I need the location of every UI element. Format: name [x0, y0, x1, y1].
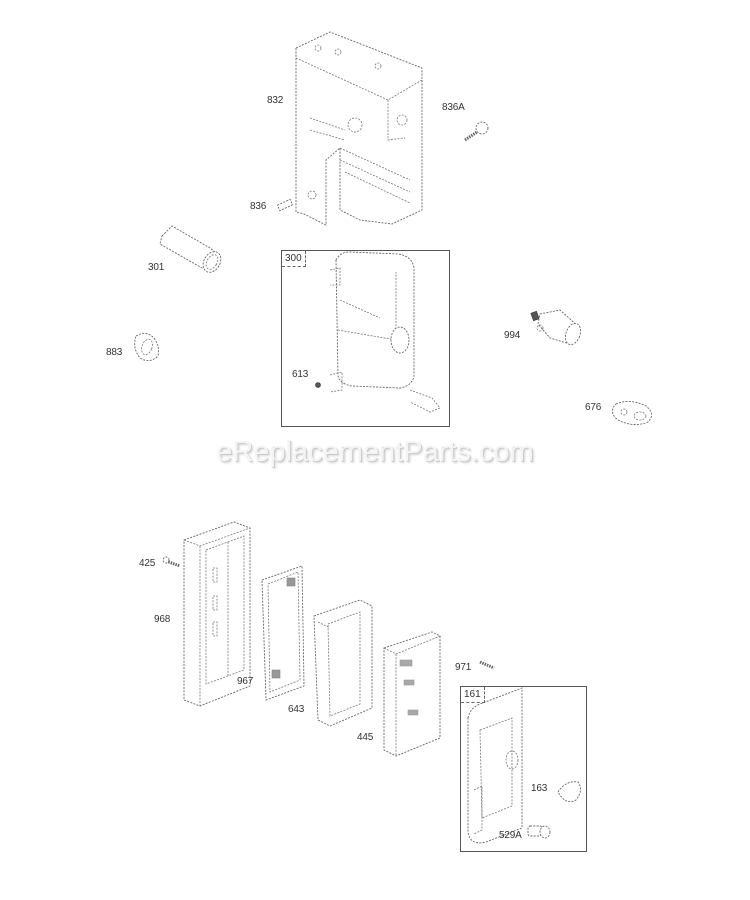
part-676-gasket-drawing	[612, 401, 652, 425]
assembly-box-161: 161	[460, 686, 587, 852]
label-971[interactable]: 971	[455, 662, 472, 673]
label-994[interactable]: 994	[504, 330, 521, 341]
label-836A[interactable]: 836A	[442, 102, 465, 113]
label-425[interactable]: 425	[139, 558, 156, 569]
part-425-screw-drawing	[162, 556, 181, 568]
part-994-spark-arrestor-drawing	[530, 309, 582, 346]
part-967-gasket-drawing	[261, 565, 305, 701]
label-967[interactable]: 967	[237, 676, 254, 687]
assembly-tag-300[interactable]: 300	[282, 251, 306, 267]
assembly-box-300: 300	[281, 250, 450, 427]
label-301[interactable]: 301	[148, 262, 165, 273]
part-971-screw-drawing	[479, 660, 495, 670]
label-529A[interactable]: 529A	[499, 830, 522, 841]
part-643-precleaner-drawing	[313, 599, 373, 727]
part-163-gasket-drawing	[557, 781, 581, 803]
label-836[interactable]: 836	[250, 201, 267, 212]
part-836A-screw-drawing	[464, 121, 489, 142]
label-968[interactable]: 968	[154, 614, 171, 625]
label-613[interactable]: 613	[292, 369, 309, 380]
part-968-base-drawing	[183, 521, 251, 707]
label-643[interactable]: 643	[288, 704, 305, 715]
part-836-screw-drawing	[276, 198, 294, 212]
part-161-cover-drawing	[467, 687, 523, 844]
label-445[interactable]: 445	[357, 732, 374, 743]
part-445-filter-drawing	[383, 631, 441, 757]
label-883[interactable]: 883	[106, 347, 123, 358]
part-529A-fitting-drawing	[527, 825, 551, 839]
part-300-muffler-drawing	[315, 251, 441, 413]
label-163[interactable]: 163	[531, 783, 548, 794]
label-676[interactable]: 676	[585, 402, 602, 413]
watermark: eReplacementParts.com	[216, 436, 534, 468]
part-883-gasket-drawing	[134, 333, 159, 361]
part-301-pipe-drawing	[159, 225, 222, 273]
label-832[interactable]: 832	[267, 95, 284, 106]
assembly-tag-161[interactable]: 161	[461, 687, 485, 703]
part-832-heat-shield-drawing	[295, 31, 423, 226]
